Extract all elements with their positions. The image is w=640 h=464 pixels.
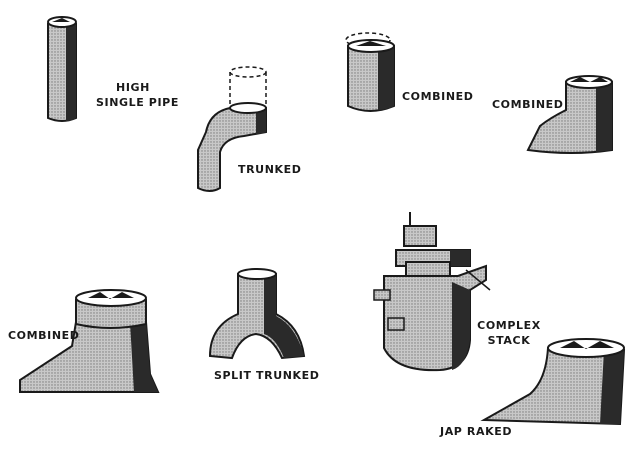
- label-combined-large: COMBINED: [8, 329, 80, 342]
- label-high-single-pipe-line1: HIGH: [116, 81, 150, 94]
- combined-sloped-stack: [526, 75, 613, 154]
- high-single-pipe-stack: [47, 16, 77, 122]
- label-complex-stack: COMPLEX STACK: [476, 318, 542, 348]
- label-trunked: TRUNKED: [238, 163, 302, 176]
- label-high-single-pipe: HIGH SINGLE PIPE: [96, 80, 179, 110]
- label-complex-stack-line2: STACK: [487, 334, 531, 347]
- label-combined-round: COMBINED: [402, 90, 474, 103]
- label-combined-sloped: COMBINED: [492, 98, 564, 111]
- jap-raked-stack: [480, 338, 626, 426]
- combined-round-stack: [345, 32, 395, 112]
- trunked-stack: [197, 66, 267, 192]
- combined-large-stack: [19, 289, 160, 393]
- complex-stack: [373, 212, 491, 372]
- label-high-single-pipe-line2: SINGLE PIPE: [96, 96, 179, 109]
- label-split-trunked: SPLIT TRUNKED: [214, 369, 320, 382]
- label-jap-raked: JAP RAKED: [440, 425, 513, 438]
- label-complex-stack-line1: COMPLEX: [477, 319, 541, 332]
- split-trunked-stack: [208, 268, 306, 360]
